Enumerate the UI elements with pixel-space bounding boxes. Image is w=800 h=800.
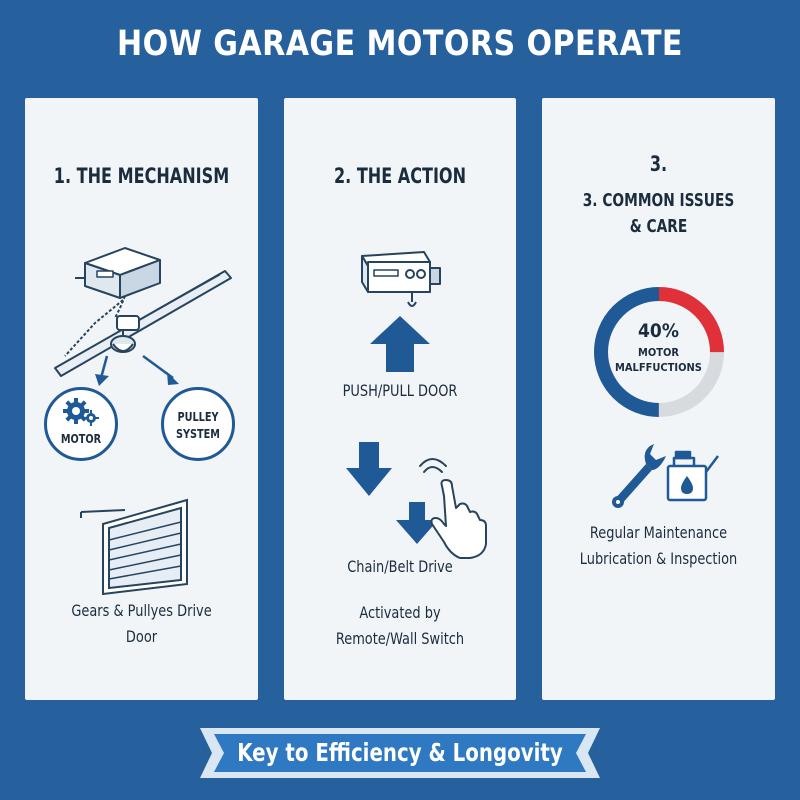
panel-action: 2. THE ACTION PUSH/PULL DOOR Chain/Belt … — [284, 98, 516, 700]
push-pull-label: PUSH/PULL DOOR — [342, 381, 458, 400]
mechanism-caption-line2: Door — [125, 627, 158, 646]
flow-arrows — [95, 354, 179, 386]
remote-control-icon — [361, 251, 441, 307]
pulley-circle: PULLEY SYSTEM — [161, 387, 235, 461]
donut-label-line1: MOTOR — [637, 346, 680, 359]
panel-heading-action: 2. THE ACTION — [333, 164, 467, 188]
page-title: HOW GARAGE MOTORS OPERATE — [117, 24, 683, 64]
garage-door-icon — [80, 498, 188, 596]
panel-heading-mechanism: 1. THE MECHANISM — [53, 164, 230, 188]
pulley-label: PULLEY — [177, 410, 219, 424]
malfunction-donut-chart — [594, 287, 724, 417]
panel-heading-issues-line2: & CARE — [629, 216, 688, 237]
wrench-icon — [612, 444, 666, 508]
banner-text: Key to Efficiency & Longovity — [237, 738, 563, 767]
garage-opener-unit-icon — [54, 247, 232, 377]
panel-mechanism: 1. THE MECHANISM — [25, 98, 258, 700]
push-up-arrow-icon — [370, 316, 430, 372]
activation-line1: Activated by — [359, 603, 441, 622]
drive-label: Chain/Belt Drive — [347, 557, 453, 576]
panel-issues: 3. 3. COMMON ISSUES & CARE 40% MOTOR MAL… — [542, 98, 775, 700]
mechanism-caption-line1: Gears & Pullyes Drive — [71, 601, 212, 620]
donut-label-line2: MALFFUCTIONS — [615, 361, 702, 374]
hand-tap-icon — [419, 458, 487, 559]
gears-icon — [63, 398, 99, 426]
oil-can-icon — [666, 450, 719, 502]
activation-line2: Remote/Wall Switch — [335, 629, 465, 648]
maintenance-line2: Lubrication & Inspection — [579, 549, 738, 568]
system-label: SYSTEM — [176, 427, 220, 441]
footer-ribbon-banner: Key to Efficiency & Longovity — [200, 724, 600, 782]
motor-label: MOTOR — [60, 432, 102, 446]
down-arrow-icon-small — [396, 502, 438, 544]
donut-blue-segment — [594, 287, 724, 417]
maintenance-line1: Regular Maintenance — [589, 523, 728, 542]
panel-heading-issues-line1: 3. COMMON ISSUES — [582, 190, 735, 211]
motor-circle: MOTOR — [44, 387, 118, 461]
down-arrow-icon — [346, 442, 392, 496]
donut-value: 40% — [638, 320, 679, 342]
ribbon-shape — [200, 728, 600, 778]
section-number: 3. — [649, 152, 668, 176]
